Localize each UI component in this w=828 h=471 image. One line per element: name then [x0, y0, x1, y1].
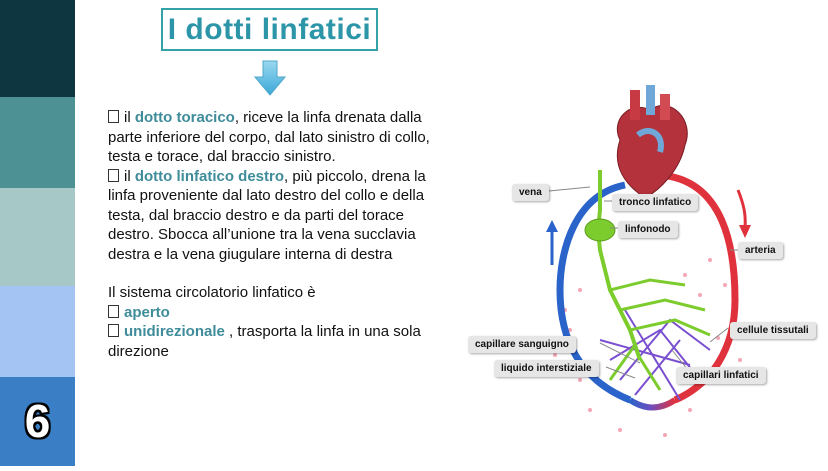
down-arrow-red-icon	[739, 225, 751, 238]
term-dotto-toracico: dotto toracico	[134, 109, 235, 126]
label-capillari-linfatici: capillari linfatici	[676, 367, 766, 384]
sidebar-color-bands: 6	[0, 0, 75, 466]
bullet-box-icon	[108, 168, 119, 182]
p2-post: , più piccolo, drena la linfa provenient…	[108, 167, 426, 263]
label-vena: vena	[512, 184, 549, 201]
color-band-5	[0, 377, 75, 466]
lymph-node	[584, 218, 616, 242]
term-unidirezionale: unidirezionale	[124, 323, 225, 340]
p2-pre: il	[124, 167, 135, 185]
p1-pre: il	[124, 109, 135, 126]
label-tronco-linfatico: tronco linfatico	[612, 194, 699, 211]
slide-title: I dotti linfatici	[167, 12, 372, 46]
lymph-capillaries	[608, 278, 711, 391]
label-cellule-tissutali: cellule tissutali	[730, 322, 816, 339]
color-band-2	[0, 97, 75, 188]
bullet-box-icon	[108, 110, 119, 123]
down-arrow-icon	[254, 60, 286, 96]
p1-post: , riceve la linfa drenata dalla parte in…	[108, 109, 430, 165]
paragraph-dotto-toracico: il dotto toracico, riceve la linfa drena…	[108, 108, 438, 167]
label-capillare-sanguigno: capillare sanguigno	[468, 336, 576, 353]
label-arteria: arteria	[738, 242, 783, 259]
leader-lines	[548, 186, 738, 379]
color-band-4	[0, 286, 75, 377]
lymphatic-system-diagram: vena tronco linfatico linfonodo arteria …	[460, 80, 828, 466]
body-text: il dotto toracico, riceve la linfa drena…	[108, 108, 438, 361]
title-box: I dotti linfatici	[161, 8, 378, 51]
paragraph-sistema: Il sistema circolatorio linfatico è	[108, 284, 316, 301]
diagram-illustration	[546, 85, 751, 437]
label-linfonodo: linfonodo	[618, 221, 678, 238]
color-band-1	[0, 0, 75, 97]
slide-number: 6	[24, 395, 51, 447]
heart-illustration	[616, 85, 688, 199]
term-aperto: aperto	[124, 303, 170, 321]
term-dotto-linfatico-destro: dotto linfatico destro	[134, 167, 285, 185]
up-arrow-icon	[546, 220, 558, 232]
bullet-box-icon	[108, 304, 119, 318]
color-band-3	[0, 188, 75, 286]
paragraph-dotto-destro: il dotto linfatico destro, più piccolo, …	[108, 167, 438, 265]
list-item-unidirezionale: unidirezionale , trasporta la linfa in u…	[108, 322, 438, 361]
item2-post: , trasporta la linfa in una sola direzio…	[108, 323, 421, 360]
list-item-aperto: aperto	[108, 303, 438, 323]
bullet-box-icon	[108, 324, 119, 337]
label-liquido-interstiziale: liquido interstiziale	[494, 360, 599, 377]
